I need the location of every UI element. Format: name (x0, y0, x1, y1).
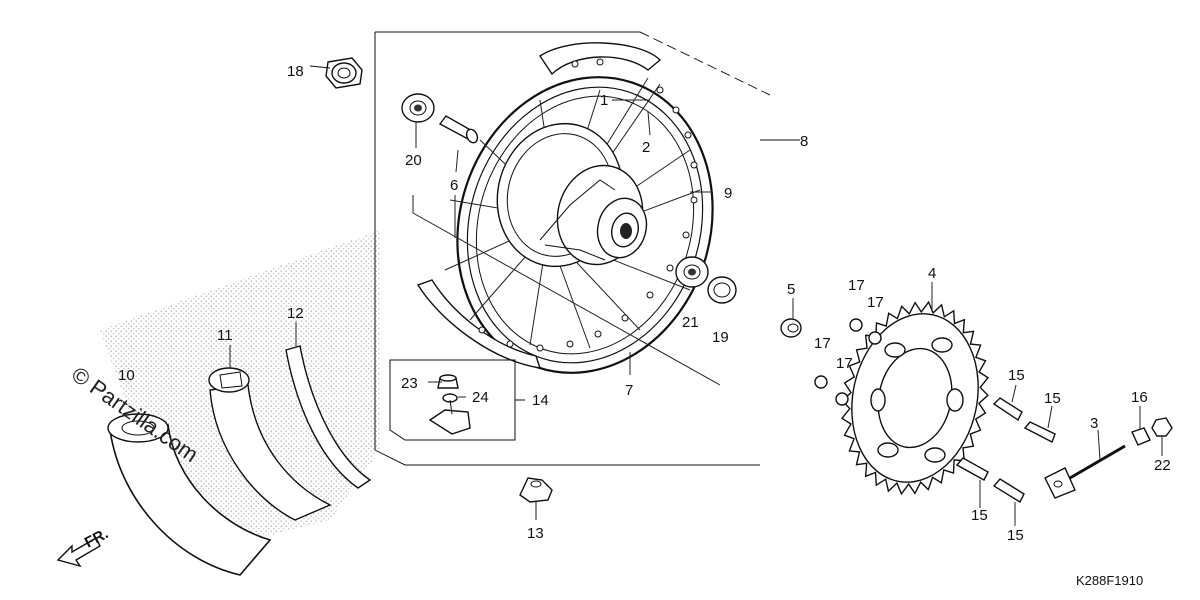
hub-bearing-part (401, 93, 435, 123)
callout-20: 20 (405, 152, 422, 169)
rim-band-lower (416, 279, 542, 369)
valve-cap-13-part (519, 477, 553, 503)
rim-nipples (478, 58, 698, 352)
front-direction-arrow (56, 537, 101, 568)
callout-13: 13 (527, 525, 544, 542)
callout-17-c: 17 (814, 335, 831, 352)
tire-10-part (107, 413, 272, 576)
rim-band-upper (539, 42, 662, 76)
leader-lines (229, 99, 1163, 526)
callout-22: 22 (1154, 457, 1171, 474)
tube-11-part (208, 367, 332, 521)
nut-17-parts (814, 318, 882, 406)
callout-16: 16 (1131, 389, 1148, 406)
callout-8: 8 (800, 133, 808, 150)
callout-24: 24 (472, 389, 489, 406)
distance-collar-part (438, 115, 479, 144)
callout-9: 9 (724, 185, 732, 202)
nut-22-part (1151, 417, 1173, 437)
dust-seal-19-part (707, 276, 737, 304)
callout-2: 2 (642, 139, 650, 156)
callout-17-d: 17 (836, 355, 853, 372)
sprocket-bolts-15 (955, 397, 1056, 503)
sprocket-part (840, 300, 990, 496)
callout-4: 4 (928, 265, 936, 282)
callout-19: 19 (712, 329, 729, 346)
hub-part (496, 122, 648, 268)
callout-15-d: 15 (1007, 527, 1024, 544)
callout-10: 10 (118, 367, 135, 384)
callout-3: 3 (1090, 415, 1098, 432)
callout-7: 7 (625, 382, 633, 399)
callout-labels: 1 2 3 4 5 6 7 8 9 10 11 12 13 14 15 15 1… (118, 63, 1171, 544)
callout-12: 12 (287, 305, 304, 322)
callout-6: 6 (450, 177, 458, 194)
callout-11: 11 (217, 327, 233, 344)
valve-detail-box (389, 359, 525, 441)
callout-23: 23 (401, 375, 418, 392)
callout-17-b: 17 (867, 294, 884, 311)
callout-17-a: 17 (848, 277, 865, 294)
callout-5: 5 (787, 281, 795, 298)
diagram-code: K288F1910 (1076, 573, 1143, 588)
collar-16-part (1131, 427, 1151, 446)
callout-21: 21 (682, 314, 699, 331)
bearing-21-part (675, 256, 709, 288)
callout-15-c: 15 (971, 507, 988, 524)
axle-nut-part (309, 57, 363, 89)
nut-5-part (780, 318, 802, 338)
callout-15-b: 15 (1044, 390, 1061, 407)
callout-15-a: 15 (1008, 367, 1025, 384)
callout-1: 1 (600, 92, 608, 109)
chain-adjuster-3-part (1044, 444, 1126, 499)
rim-strip-12-part (285, 345, 372, 489)
callout-18: 18 (287, 63, 304, 80)
callout-14: 14 (532, 392, 549, 409)
